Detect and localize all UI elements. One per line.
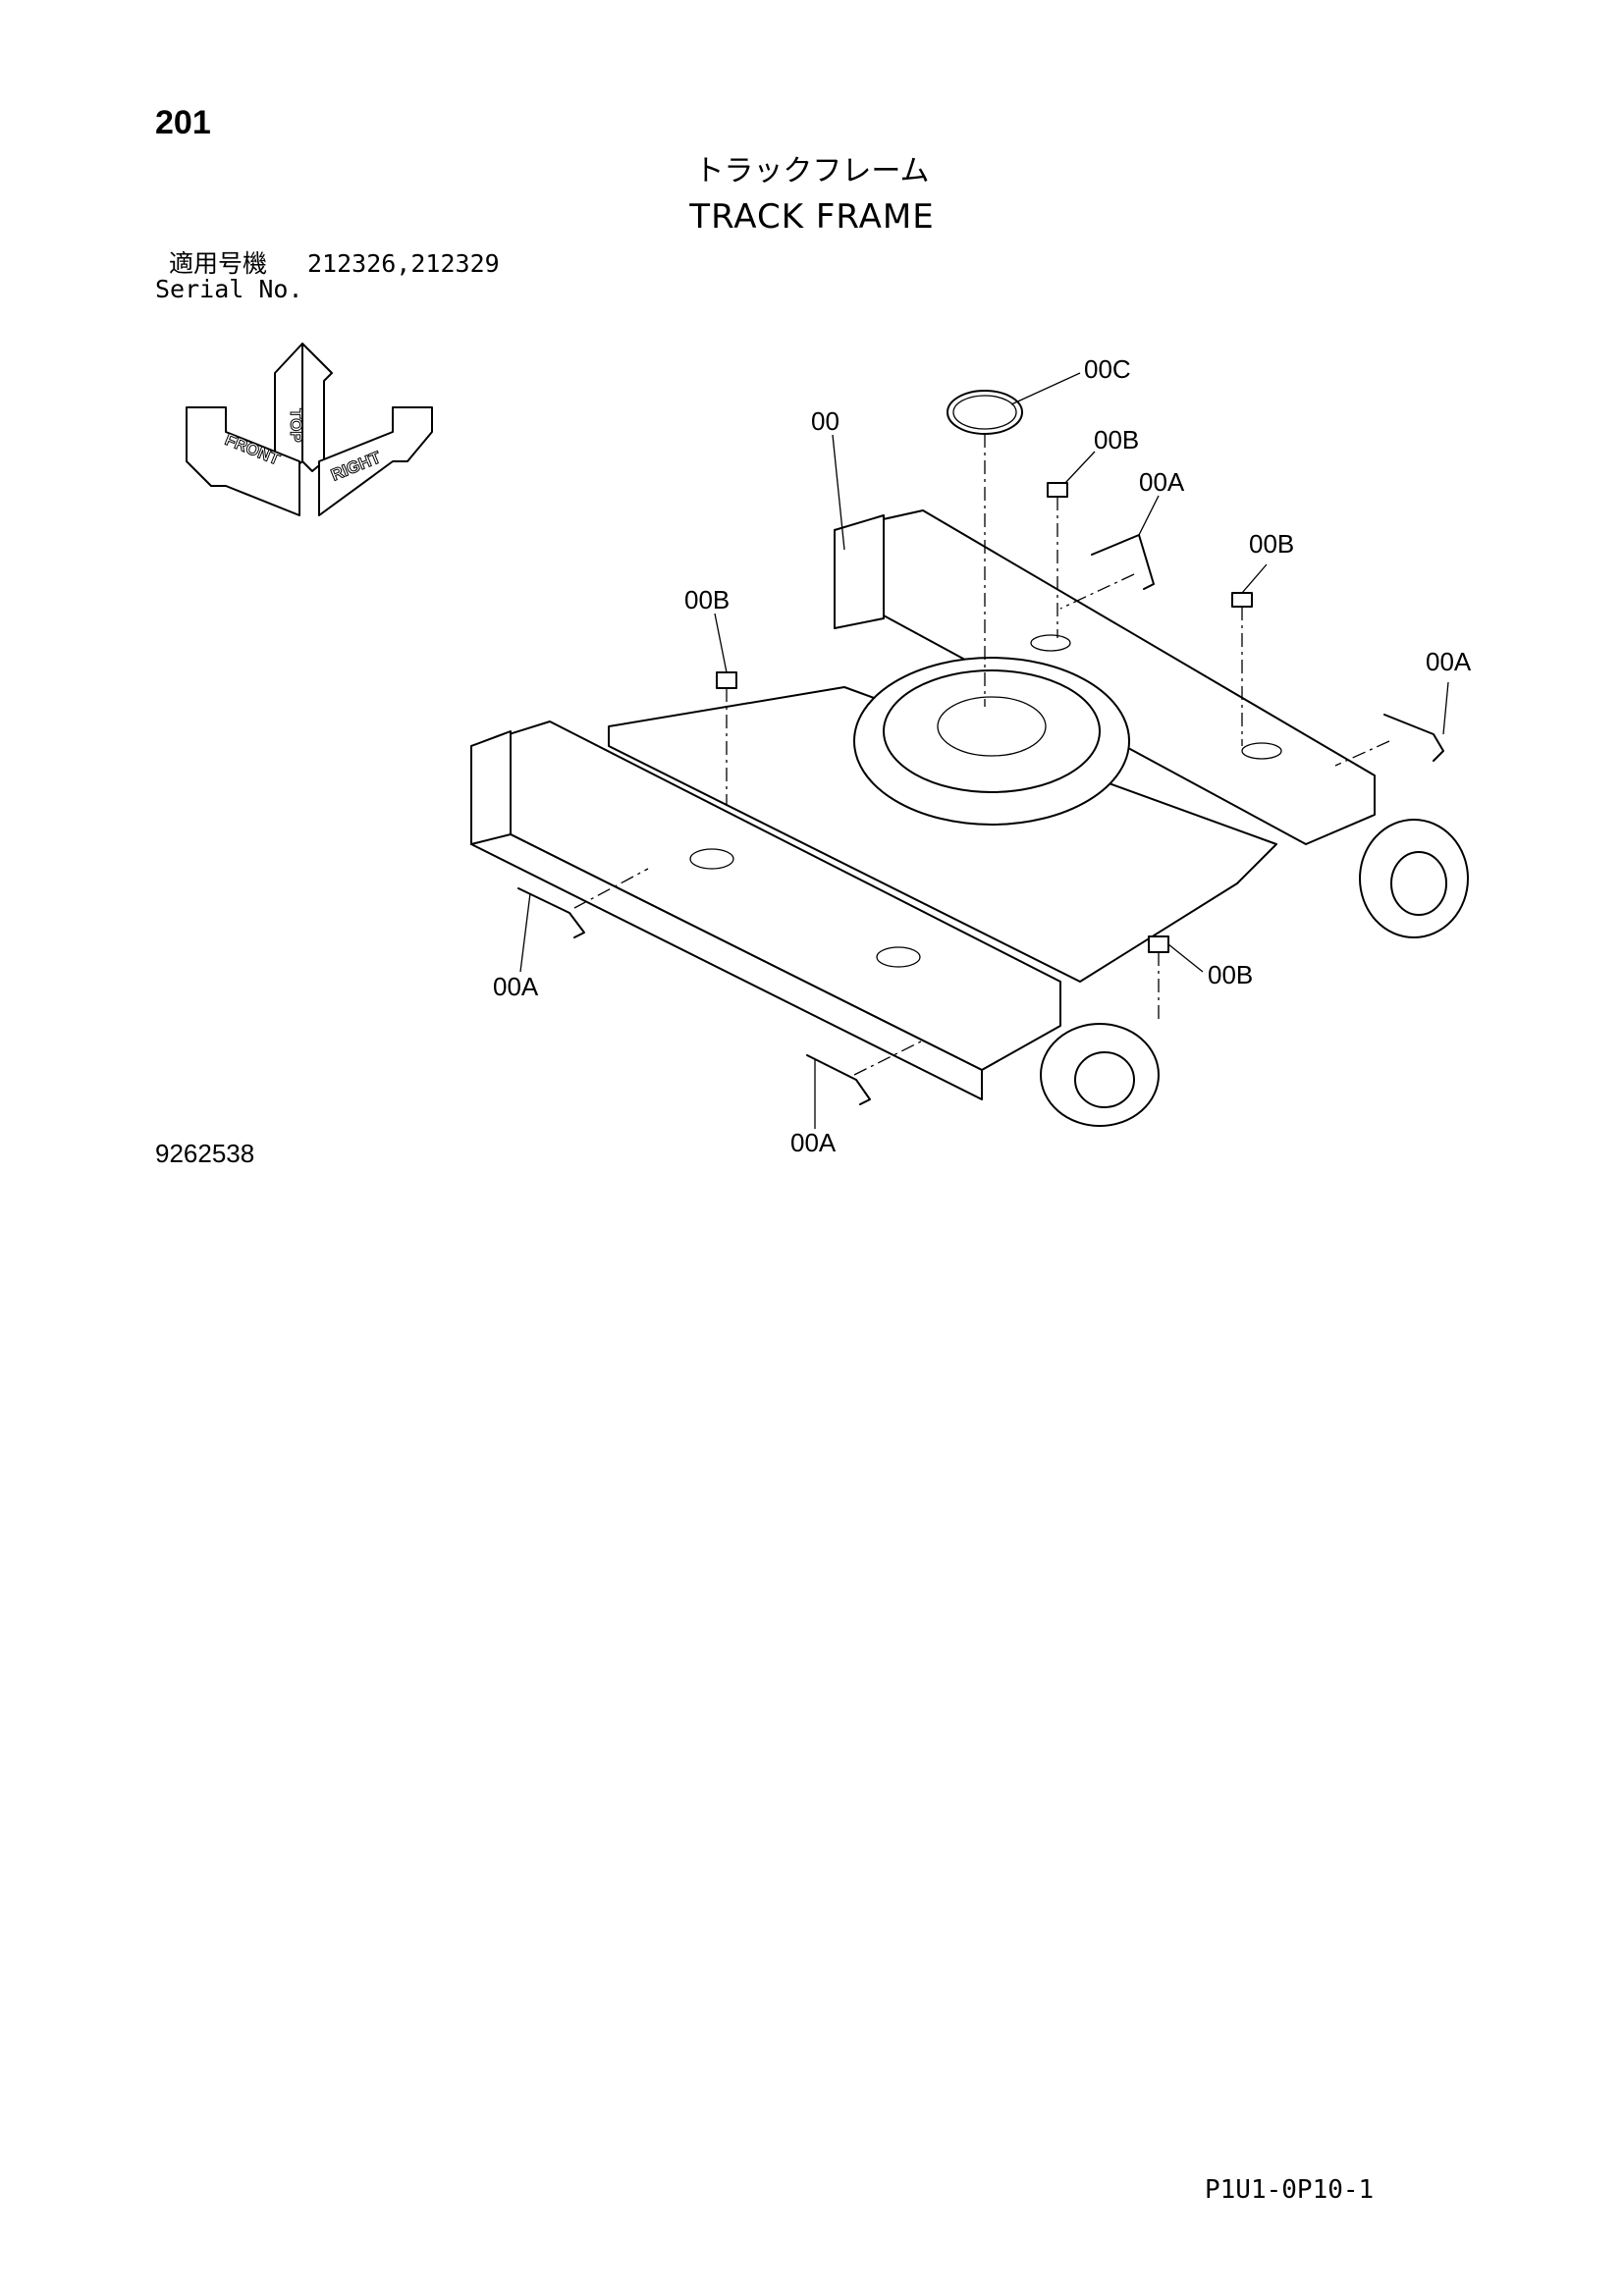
slot <box>1030 634 1071 652</box>
leader-line <box>714 613 728 673</box>
arrow-front <box>186 406 300 516</box>
assembly-line <box>853 1040 924 1076</box>
right-frame-front-end <box>834 514 885 629</box>
arrow-right <box>318 406 433 516</box>
leader-line <box>1064 451 1096 484</box>
slot <box>1241 742 1282 760</box>
callout-pad-b-right: 00B <box>1249 529 1294 559</box>
callout-pad-b-top: 00B <box>1094 425 1139 454</box>
swing-bearing-center <box>937 696 1047 757</box>
orientation-indicator: TOP FRONT RIGHT <box>186 343 433 516</box>
cover-ring-inner <box>952 395 1017 430</box>
guard-a-bottom <box>806 1054 871 1105</box>
assembly-line <box>1334 740 1390 767</box>
callout-guard-a-right: 00A <box>1426 647 1472 676</box>
leader-line <box>1167 943 1204 973</box>
page-number: 201 <box>155 104 211 141</box>
pad-b-bottom <box>1148 935 1169 953</box>
orientation-top-label: TOP <box>287 408 305 443</box>
title-japanese: トラックフレーム <box>694 154 930 188</box>
callout-guard-a-bottom: 00A <box>790 1128 837 1157</box>
leader-line <box>832 434 845 551</box>
figure-number: 9262538 <box>155 1139 255 1168</box>
callout-guard-a-top: 00A <box>1139 467 1185 497</box>
guard-a-left <box>517 887 585 938</box>
leader-line <box>1241 563 1268 594</box>
serial-label-english: Serial No. <box>155 275 303 303</box>
serial-label-japanese: 適用号機 <box>169 249 268 278</box>
leader-line <box>1442 681 1449 735</box>
pad-b-left <box>716 671 737 689</box>
pad-b-right <box>1231 592 1253 608</box>
callout-guard-a-left: 00A <box>493 972 539 1001</box>
callout-pad-b-left: 00B <box>684 585 730 614</box>
callout-frame: 00 <box>811 406 839 436</box>
slot <box>876 946 921 968</box>
leader-line <box>519 892 531 973</box>
callout-pad-b-bottom: 00B <box>1208 960 1253 989</box>
leader-line <box>1138 495 1160 536</box>
track-frame <box>470 509 1469 1127</box>
guard-a-right <box>1383 714 1444 762</box>
left-frame-front-end <box>470 730 512 845</box>
center-body <box>608 686 1277 983</box>
left-rear-bore <box>1074 1051 1135 1108</box>
slot <box>689 848 734 870</box>
guard-a-top <box>1091 534 1155 590</box>
cover-ring <box>947 390 1023 435</box>
callout-cover-ring: 00C <box>1084 354 1131 384</box>
title-english: TRACK FRAME <box>689 197 935 237</box>
page-code: P1U1-0P10-1 <box>1205 2175 1375 2205</box>
swing-bearing-inner <box>883 669 1101 793</box>
leader-line <box>1010 372 1081 405</box>
serial-values: 212326,212329 <box>307 249 500 278</box>
right-rear-bore <box>1390 851 1447 916</box>
arrow-top <box>301 343 333 472</box>
pad-b-top <box>1047 482 1068 498</box>
assembly-line <box>1059 573 1135 610</box>
